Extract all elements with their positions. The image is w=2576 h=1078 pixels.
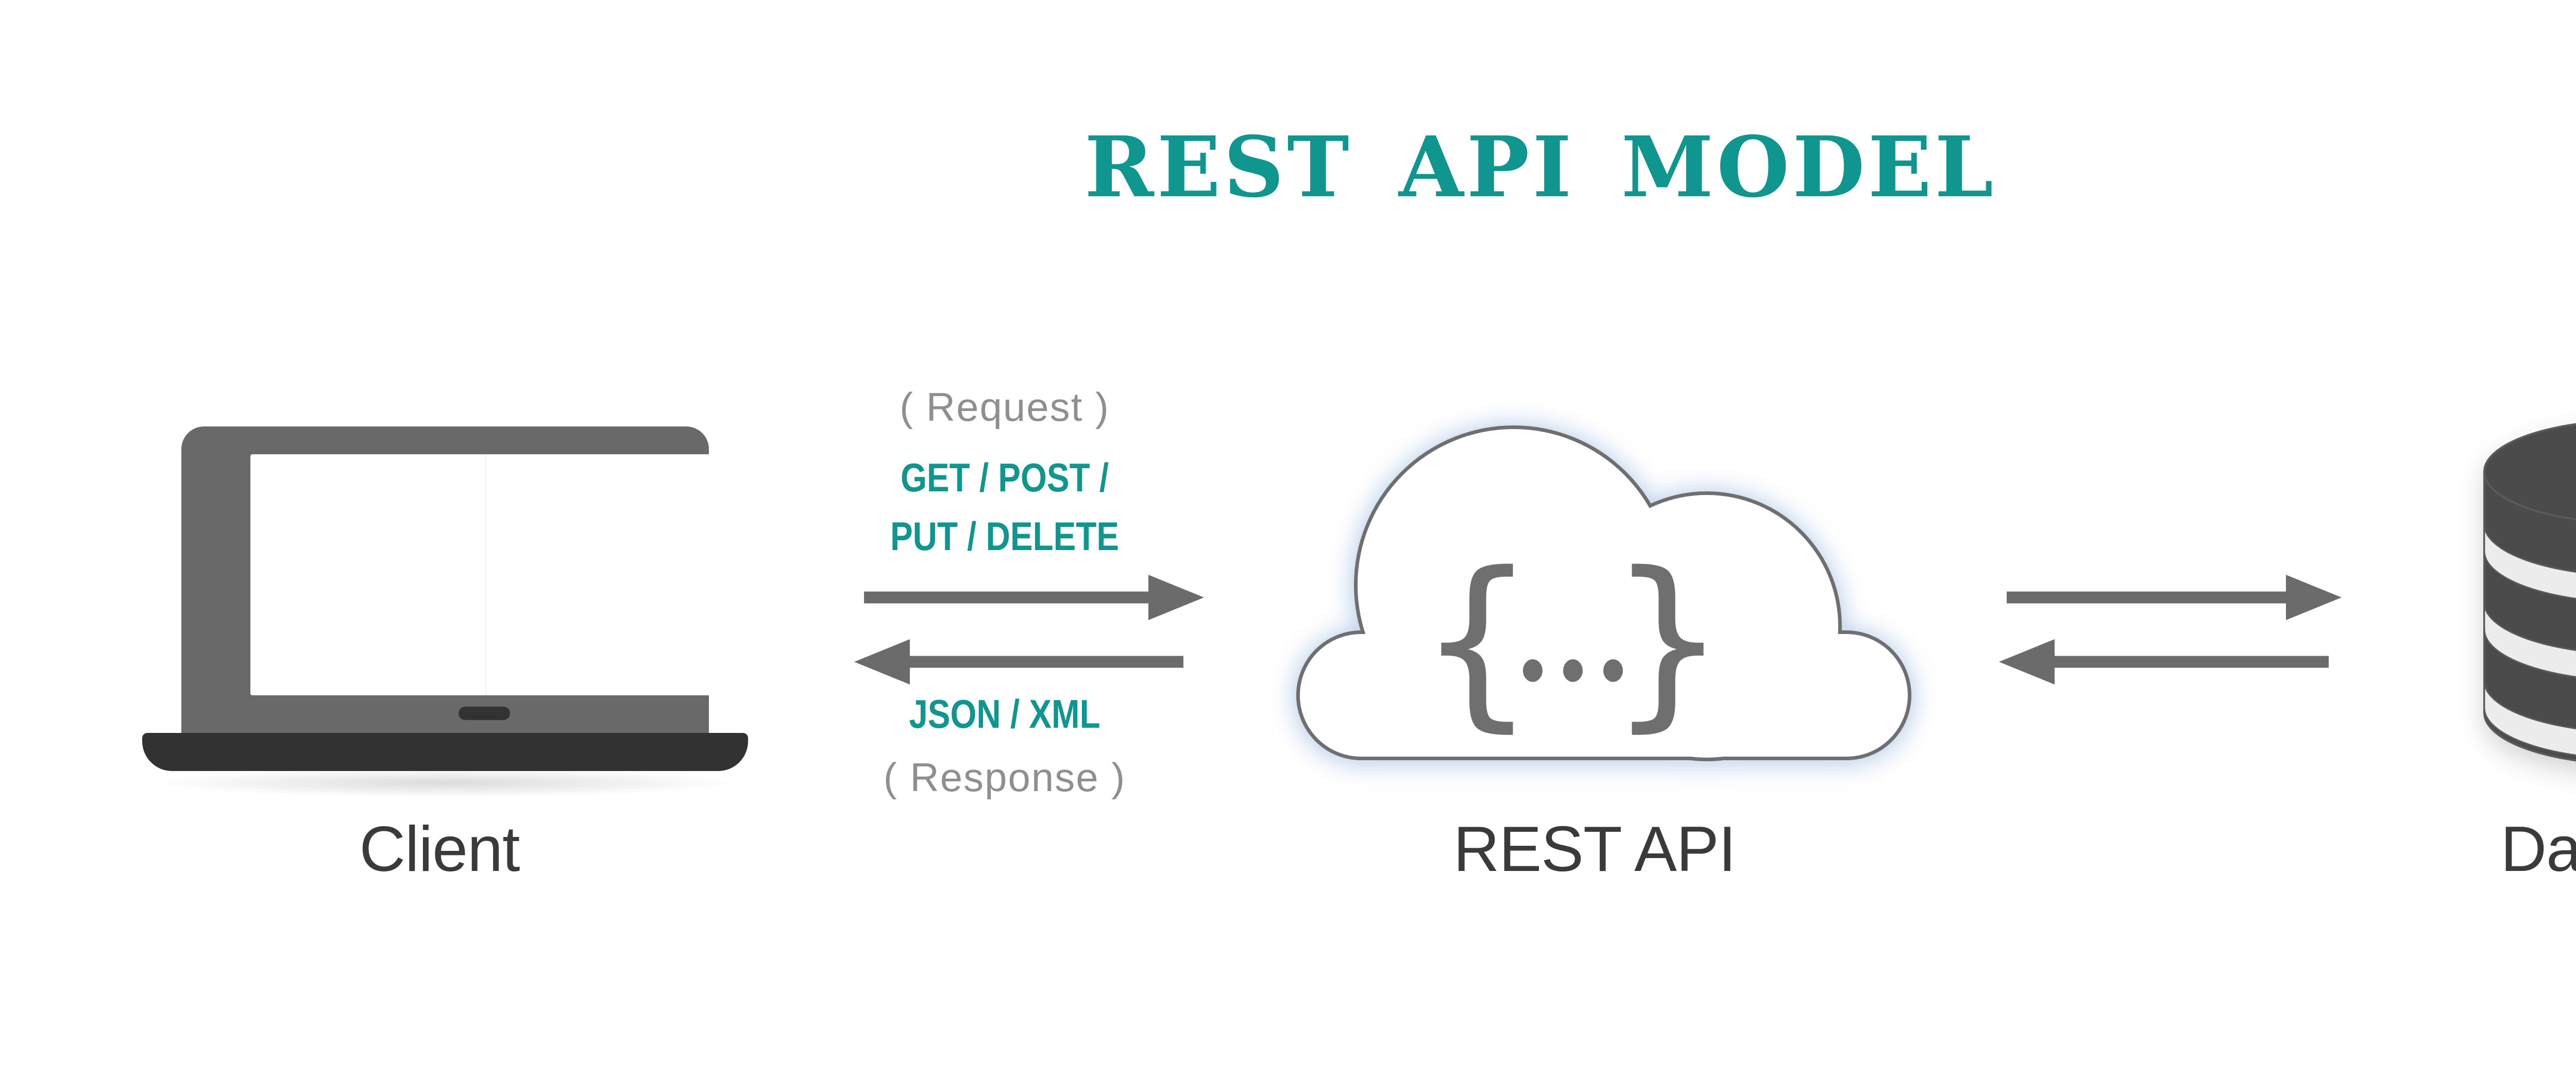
response-arrow-api-to-client (854, 639, 1183, 685)
arrow-head-left-icon (1999, 639, 2055, 685)
ellipsis-dot-icon (1523, 659, 1543, 682)
laptop-notch (459, 707, 510, 720)
page-title: REST API MODEL (1084, 118, 1997, 216)
arrow-shaft (906, 656, 1183, 668)
response-arrow-database-to-api (1999, 639, 2329, 685)
arrow-shaft (2007, 591, 2290, 604)
code-brace-left-icon: { (1418, 533, 1536, 748)
cloud-icon: { } (1287, 415, 1921, 765)
laptop-icon (142, 426, 748, 797)
arrow-head-left-icon (854, 639, 910, 685)
request-arrow-client-to-api (864, 575, 1204, 620)
cloud-shape (1296, 425, 1911, 761)
arrow-shaft (864, 591, 1153, 604)
laptop-shadow (152, 768, 738, 797)
database-shape (2483, 423, 2576, 762)
arrow-shaft (2050, 656, 2329, 668)
arrow-head-right-icon (2286, 575, 2342, 620)
request-methods-line2: PUT / DELETE (890, 514, 1120, 559)
request-annotation: ( Request ) (900, 384, 1110, 430)
ellipsis-dot-icon (1563, 659, 1583, 682)
arrow-head-right-icon (1148, 575, 1204, 620)
database-icon (2478, 415, 2576, 765)
ellipsis-dot-icon (1603, 659, 1623, 682)
database-label: Database (2500, 814, 2576, 885)
request-methods-line1: GET / POST / (900, 455, 1109, 500)
request-arrow-api-to-database (2007, 575, 2342, 620)
response-formats: JSON / XML (909, 691, 1100, 737)
client-label: Client (359, 814, 520, 885)
response-annotation: ( Response ) (883, 755, 1126, 800)
laptop-bezel (181, 426, 720, 733)
laptop-screen-seam (485, 454, 486, 695)
laptop-base (142, 733, 748, 771)
rest-api-label: REST API (1453, 814, 1736, 885)
code-brace-right-icon: } (1608, 533, 1727, 748)
laptop-screen (250, 454, 720, 695)
